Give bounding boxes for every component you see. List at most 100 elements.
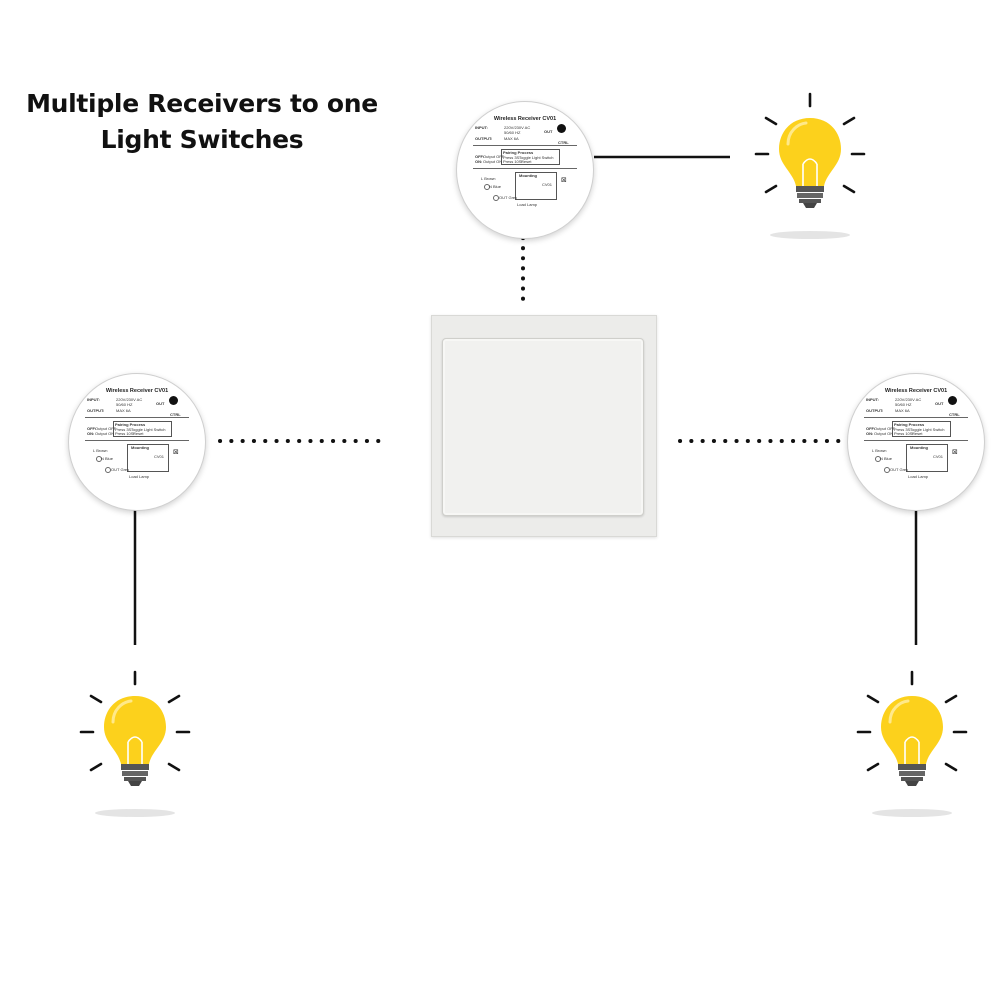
title-line-1: Multiple Receivers to one (26, 89, 378, 118)
receiver-pairing-box (501, 149, 560, 165)
receiver-mounting-title: Mounting (519, 173, 537, 178)
receiver-pairing-3s: Press 3S: (894, 427, 912, 432)
receiver-off-value: Output OFF (483, 154, 505, 159)
receiver-legend-3: OUT Grey (890, 467, 909, 472)
receiver-pairing-3s-value: Toggle Light Switch (910, 427, 945, 432)
receiver-off-value: Output OFF (95, 426, 117, 431)
weee-bin-icon: ⊠ (952, 449, 958, 456)
receiver-legend-3: OUT Grey (499, 195, 518, 200)
receiver-pairing-3s-value: Toggle Light Switch (519, 155, 554, 160)
receiver-input-value: 220V/230V AC (504, 125, 531, 130)
receiver-pairing-title: Pairing Process (503, 150, 534, 155)
receiver-pairing-10s: Press 10S: (503, 159, 523, 164)
light-bulb-icon-bottom-right (856, 670, 968, 819)
receiver-mounting-box (515, 172, 557, 200)
receiver-pairing-title: Pairing Process (894, 422, 925, 427)
receiver-ctrl-label: CTRL (949, 412, 960, 417)
receiver-on-label: ON: (866, 431, 874, 436)
receiver-out-label: OUT (156, 401, 165, 406)
receiver-mounting-box (906, 444, 948, 472)
receiver-pairing-10s-value: Reset (521, 159, 532, 164)
receiver-legend-2: N Blue (880, 456, 893, 461)
receiver-mounting-model: CV01 (542, 182, 553, 187)
receiver-divider-2 (864, 440, 968, 441)
receiver-input-label: INPUT: (475, 125, 488, 130)
receiver-terminal (484, 184, 490, 190)
receiver-on-value: Output ON (95, 431, 115, 436)
receiver-off-value: Output OFF (874, 426, 896, 431)
weee-bin-icon: ⊠ (173, 449, 179, 456)
receiver-title: Wireless Receiver CV01 (884, 388, 948, 394)
wall-switch[interactable] (431, 315, 657, 537)
switch-rocker[interactable] (442, 338, 644, 516)
receiver-ctrl-label: CTRL (558, 140, 569, 145)
receiver-legend-1: L Brown (93, 448, 108, 453)
receiver-input-hz: 50/60 HZ (116, 402, 133, 407)
receiver-pairing-10s-value: Reset (133, 431, 144, 436)
receiver-on-value: Output ON (874, 431, 894, 436)
diagram-title: Multiple Receivers to one Light Switches (22, 86, 382, 158)
receiver-mounting-model: CV01 (154, 454, 165, 459)
receiver-terminal (884, 467, 890, 473)
receiver-legend-2: N Blue (101, 456, 114, 461)
receiver-out-label: OUT (935, 401, 944, 406)
receiver-ctrl-label: CTRL (170, 412, 181, 417)
receiver-output-value: MAX 6A (895, 408, 910, 413)
receiver-terminal (96, 456, 102, 462)
receiver-legend-1: L Brown (481, 176, 496, 181)
receiver-pairing-title: Pairing Process (115, 422, 146, 427)
receiver-pairing-3s-value: Toggle Light Switch (131, 427, 166, 432)
wireless-receiver-left: Wireless Receiver CV01 INPUT: 220V/230V … (68, 373, 206, 511)
receiver-mounting-box (127, 444, 169, 472)
title-line-2: Light Switches (100, 125, 304, 154)
receiver-output-label: OUTPUT: (866, 408, 884, 413)
receiver-terminal (105, 467, 111, 473)
receiver-mounting-title: Mounting (131, 445, 149, 450)
receiver-button (169, 396, 178, 405)
receiver-mounting-title: Mounting (910, 445, 928, 450)
receiver-divider (473, 145, 577, 146)
wireless-receiver-top: Wireless Receiver CV01 INPUT: 220V/230V … (456, 101, 594, 239)
receiver-legend-1: L Brown (872, 448, 887, 453)
receiver-out-label: OUT (544, 129, 553, 134)
receiver-output-label: OUTPUT: (87, 408, 105, 413)
receiver-load: Load Lamp (908, 474, 929, 479)
receiver-legend-2: N Blue (489, 184, 502, 189)
receiver-terminal (493, 195, 499, 201)
receiver-on-value: Output ON (483, 159, 503, 164)
receiver-pairing-box (113, 421, 172, 437)
receiver-pairing-10s: Press 10S: (894, 431, 914, 436)
receiver-title: Wireless Receiver CV01 (105, 388, 169, 394)
receiver-off-label: OFF: (475, 154, 485, 159)
receiver-pairing-10s-value: Reset (912, 431, 923, 436)
receiver-mounting-model: CV01 (933, 454, 944, 459)
receiver-legend-3: OUT Grey (111, 467, 130, 472)
receiver-pairing-3s: Press 3S: (503, 155, 521, 160)
receiver-load: Load Lamp (517, 202, 538, 207)
receiver-divider (85, 417, 189, 418)
receiver-divider-2 (85, 440, 189, 441)
receiver-on-label: ON: (475, 159, 483, 164)
receiver-output-label: OUTPUT: (475, 136, 493, 141)
receiver-divider (864, 417, 968, 418)
receiver-input-hz: 50/60 HZ (504, 130, 521, 135)
receiver-input-value: 220V/230V AC (895, 397, 922, 402)
receiver-on-label: ON: (87, 431, 95, 436)
receiver-off-label: OFF: (866, 426, 876, 431)
receiver-button (557, 124, 566, 133)
receiver-output-value: MAX 6A (116, 408, 131, 413)
weee-bin-icon: ⊠ (561, 177, 567, 184)
receiver-terminal (875, 456, 881, 462)
receiver-title: Wireless Receiver CV01 (493, 116, 557, 122)
receiver-pairing-10s: Press 10S: (115, 431, 135, 436)
wireless-receiver-right: Wireless Receiver CV01 INPUT: 220V/230V … (847, 373, 985, 511)
receiver-input-label: INPUT: (866, 397, 879, 402)
receiver-divider-2 (473, 168, 577, 169)
receiver-button (948, 396, 957, 405)
receiver-pairing-3s: Press 3S: (115, 427, 133, 432)
receiver-pairing-box (892, 421, 951, 437)
light-bulb-icon-top-right (754, 92, 866, 241)
receiver-input-label: INPUT: (87, 397, 100, 402)
receiver-off-label: OFF: (87, 426, 97, 431)
